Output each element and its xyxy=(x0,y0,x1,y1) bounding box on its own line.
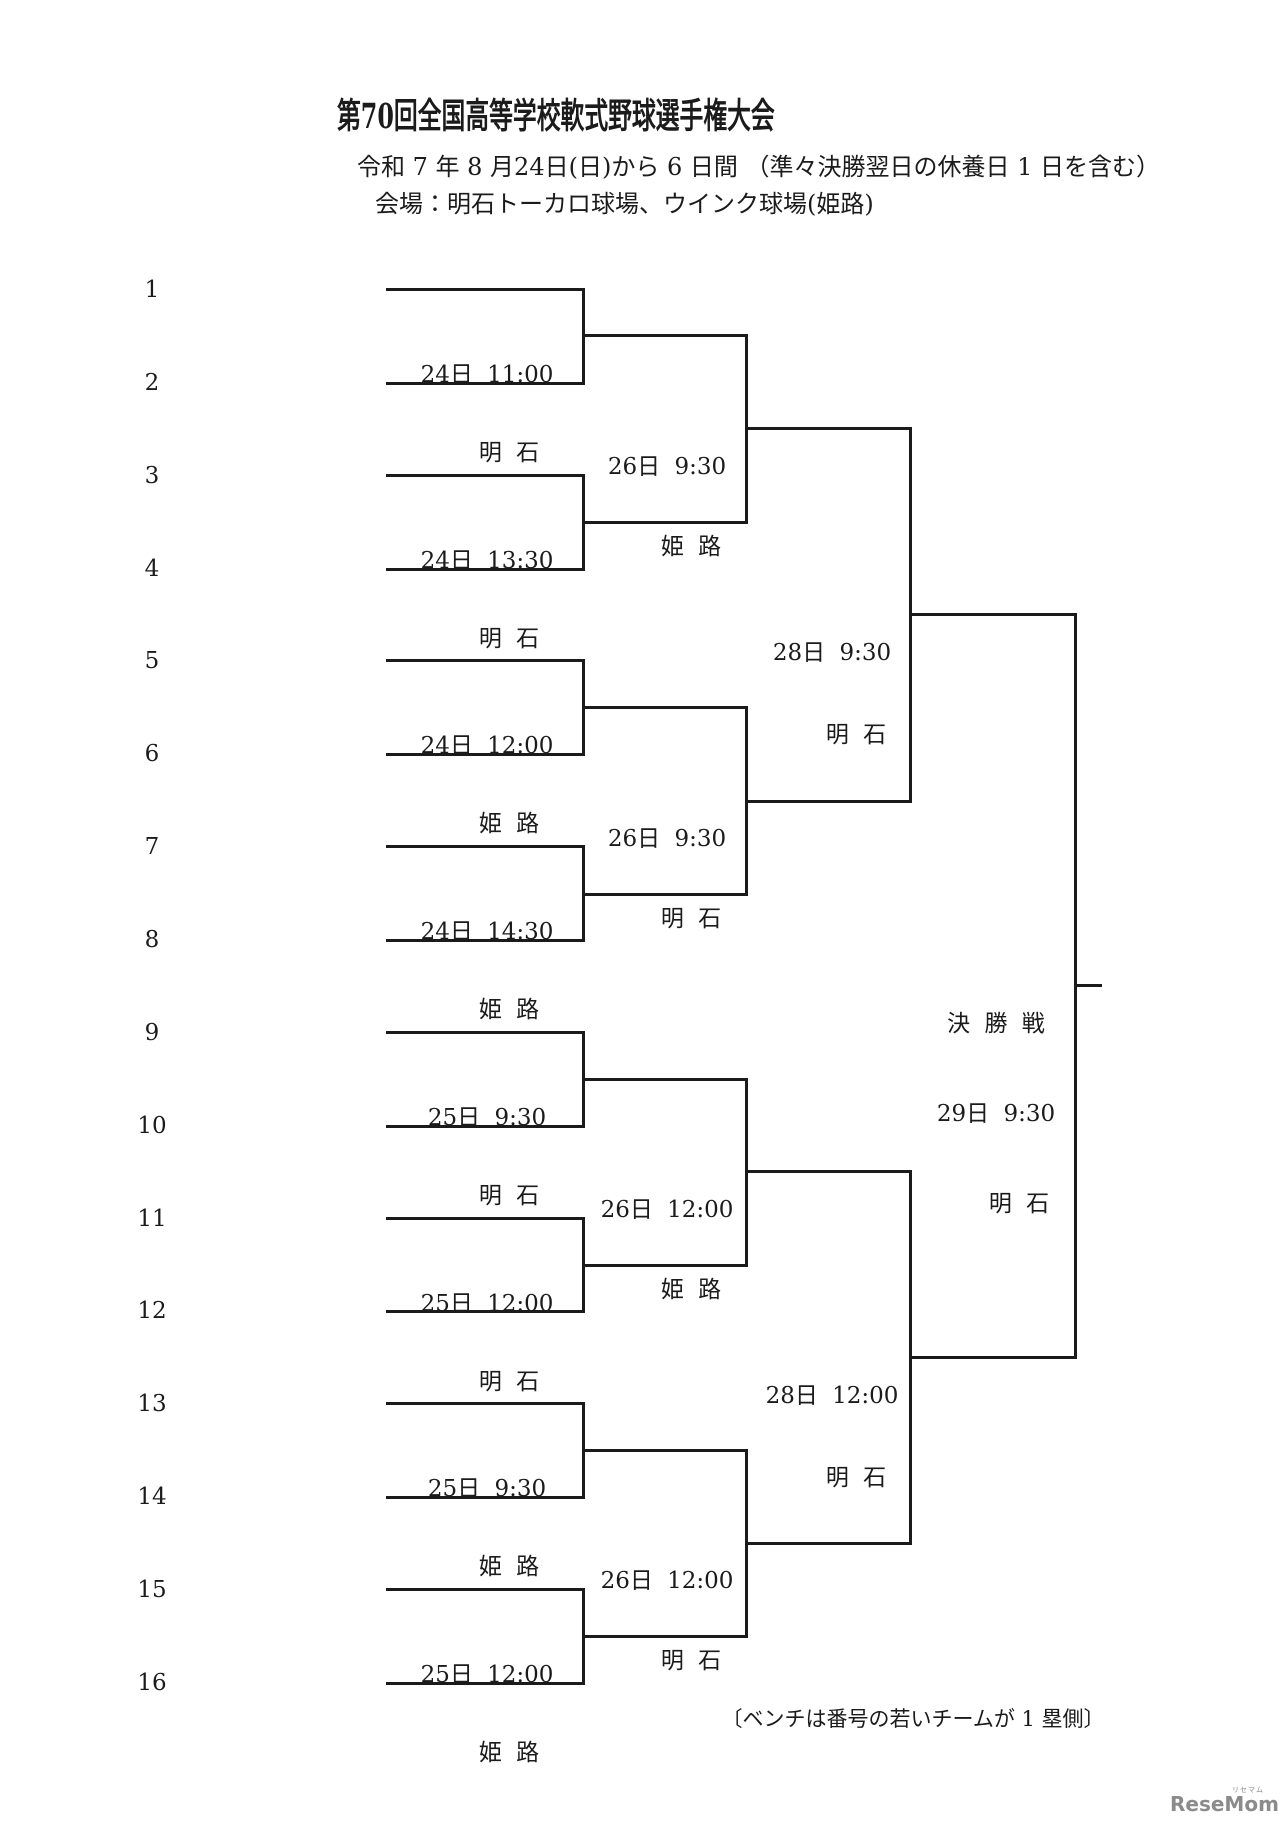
quarterfinal-bracket-3 xyxy=(585,1078,748,1267)
quarterfinal-label-1: 26日 9:30 姫 路 xyxy=(608,401,726,613)
match-venue: 明 石 xyxy=(478,1369,540,1395)
seed-number-11: 11 xyxy=(137,1206,167,1232)
match-date: 29日 9:30 xyxy=(936,1101,1056,1127)
seed-number-6: 6 xyxy=(144,741,160,767)
bench-note: 〔ベンチは番号の若いチームが 1 塁側〕 xyxy=(721,1707,1105,1731)
seed-number-13: 13 xyxy=(137,1391,167,1417)
page-title: 第70回全国高等学校軟式野球選手権大会 xyxy=(337,96,775,137)
match-date: 25日 9:30 xyxy=(427,1105,547,1131)
final-label: 決 勝 戦 29日 9:30 明 石 xyxy=(937,953,1055,1275)
final-title: 決 勝 戦 xyxy=(947,1011,1045,1037)
round1-bracket-4 xyxy=(386,845,585,942)
seed-number-9: 9 xyxy=(144,1020,160,1046)
match-date: 26日 9:30 xyxy=(607,454,727,480)
match-venue: 姫 路 xyxy=(660,534,722,560)
match-venue: 明 石 xyxy=(660,1648,722,1674)
subtitle-date-line: 令和 7 年 8 月24日(日)から 6 日間 （準々決勝翌日の休養日 1 日を… xyxy=(357,153,1161,181)
match-date: 26日 12:00 xyxy=(600,1568,734,1594)
round1-bracket-5 xyxy=(386,1031,585,1128)
match-venue: 姫 路 xyxy=(478,997,540,1023)
resemom-logo-kana: リセマム xyxy=(1232,1786,1264,1794)
seed-number-16: 16 xyxy=(137,1670,167,1696)
seed-number-3: 3 xyxy=(144,463,160,489)
semifinal-bracket-1 xyxy=(748,427,912,803)
match-venue: 明 石 xyxy=(825,1465,887,1491)
quarterfinal-bracket-2 xyxy=(585,706,748,896)
seed-number-14: 14 xyxy=(137,1484,167,1510)
quarterfinal-label-4: 26日 12:00 明 石 xyxy=(601,1515,734,1727)
match-date: 24日 14:30 xyxy=(420,919,554,945)
final-bracket xyxy=(912,613,1077,1359)
round1-bracket-1 xyxy=(386,288,585,385)
match-date: 25日 12:00 xyxy=(420,1291,554,1317)
match-venue: 明 石 xyxy=(988,1191,1050,1217)
round1-match-label-2: 24日 13:30 明 石 xyxy=(421,496,554,704)
round1-match-label-4: 24日 14:30 姫 路 xyxy=(421,867,554,1075)
seed-number-5: 5 xyxy=(144,648,160,674)
match-date: 28日 12:00 xyxy=(765,1383,899,1409)
match-date: 26日 12:00 xyxy=(600,1197,734,1223)
match-date: 28日 9:30 xyxy=(772,640,892,666)
semifinal-label-1: 28日 9:30 明 石 xyxy=(773,586,891,802)
seed-number-15: 15 xyxy=(137,1577,167,1603)
match-date: 25日 12:00 xyxy=(420,1662,554,1688)
match-venue: 明 石 xyxy=(660,906,722,932)
round1-match-label-1: 24日 11:00 明 石 xyxy=(421,310,554,518)
match-venue: 姫 路 xyxy=(660,1277,722,1303)
resemom-logo: リセマム ReseMom. xyxy=(1170,1786,1280,1816)
quarterfinal-bracket-4 xyxy=(585,1449,748,1638)
round1-match-label-6: 25日 12:00 明 石 xyxy=(421,1239,554,1447)
match-date: 24日 13:30 xyxy=(420,548,554,574)
match-date: 26日 9:30 xyxy=(607,826,727,852)
subtitle-venue-line: 会場：明石トーカロ球場、ウインク球場(姫路) xyxy=(375,190,874,218)
seed-number-1: 1 xyxy=(144,277,160,303)
round1-bracket-6 xyxy=(386,1217,585,1313)
seed-number-4: 4 xyxy=(144,556,160,582)
round1-bracket-2 xyxy=(386,474,585,571)
seed-number-7: 7 xyxy=(144,834,160,860)
match-venue: 姫 路 xyxy=(478,811,540,837)
champion-line xyxy=(1077,984,1102,987)
semifinal-label-2: 28日 12:00 明 石 xyxy=(766,1329,899,1545)
seed-number-12: 12 xyxy=(137,1298,167,1324)
match-venue: 姫 路 xyxy=(478,1554,540,1580)
quarterfinal-label-2: 26日 9:30 明 石 xyxy=(608,773,726,985)
quarterfinal-label-3: 26日 12:00 姫 路 xyxy=(601,1144,734,1356)
seed-number-2: 2 xyxy=(144,370,160,396)
match-date: 24日 11:00 xyxy=(420,362,554,388)
match-venue: 明 石 xyxy=(478,440,540,466)
round1-match-label-5: 25日 9:30 明 石 xyxy=(428,1053,546,1261)
round1-bracket-8 xyxy=(386,1588,585,1685)
round1-bracket-7 xyxy=(386,1402,585,1499)
resemom-logo-text: ReseMom. xyxy=(1170,1792,1280,1816)
match-date: 24日 12:00 xyxy=(420,733,554,759)
round1-match-label-8: 25日 12:00 姫 路 xyxy=(421,1610,554,1818)
match-venue: 姫 路 xyxy=(478,1740,540,1766)
round1-match-label-7: 25日 9:30 姫 路 xyxy=(428,1424,546,1632)
match-venue: 明 石 xyxy=(825,722,887,748)
round1-match-label-3: 24日 12:00 姫 路 xyxy=(421,681,554,889)
seed-number-10: 10 xyxy=(137,1113,167,1139)
match-venue: 明 石 xyxy=(478,1183,540,1209)
semifinal-bracket-2 xyxy=(748,1170,912,1545)
match-date: 25日 9:30 xyxy=(427,1476,547,1502)
match-venue: 明 石 xyxy=(478,626,540,652)
seed-number-8: 8 xyxy=(144,927,160,953)
round1-bracket-3 xyxy=(386,659,585,756)
quarterfinal-bracket-1 xyxy=(585,334,748,524)
